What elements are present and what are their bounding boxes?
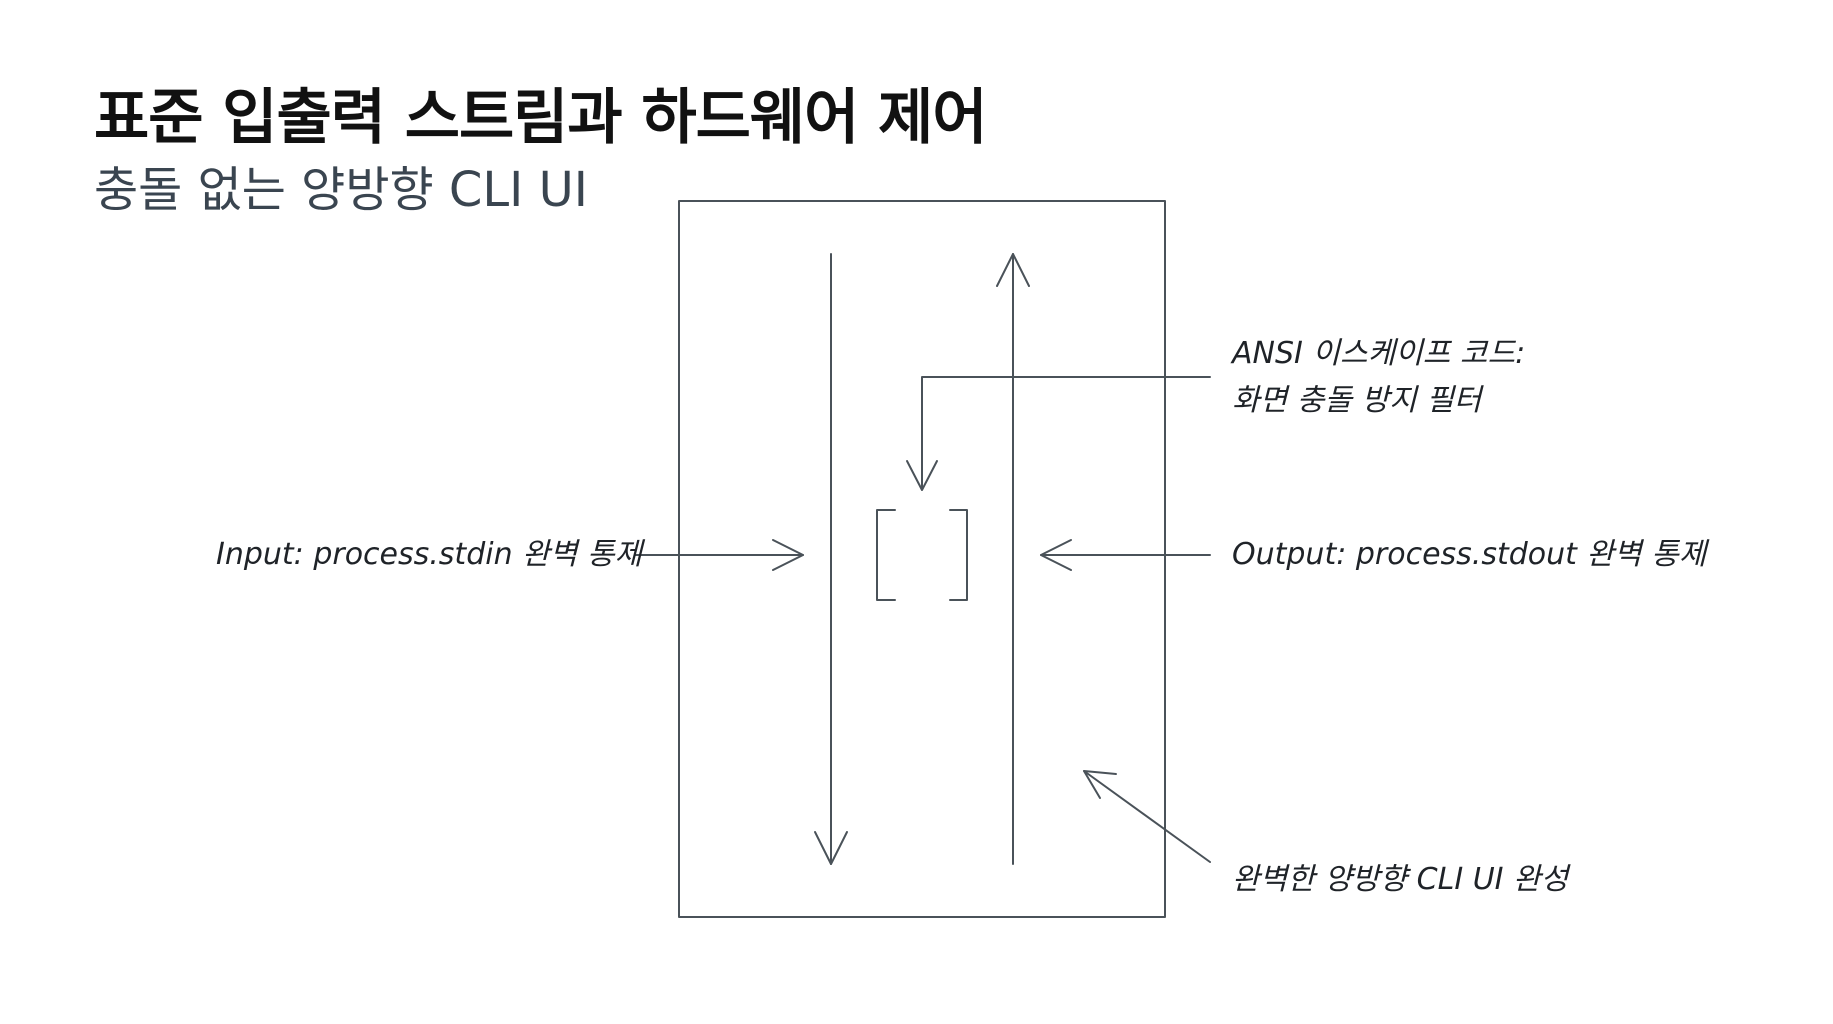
stdout-stream-arrowhead [996, 253, 1030, 287]
page-title: 표준 입출력 스트림과 하드웨어 제어 [94, 83, 988, 153]
terminal-frame [678, 200, 1166, 918]
ansi-label-line1: ANSI 이스케이프 코드: [1232, 336, 1526, 371]
stdin-stream-arrowhead [814, 831, 848, 865]
cursor-bracket-left [876, 509, 896, 601]
output-label: Output: process.stdout 완벽 통제 [1232, 537, 1707, 572]
ansi-label-line2: 화면 충돌 방지 필터 [1232, 383, 1482, 418]
complete-arrow-line [1083, 770, 1211, 863]
complete-arrowhead [1083, 770, 1117, 799]
cursor-bracket-right [949, 509, 968, 601]
output-arrowhead [1040, 539, 1072, 571]
ansi-filter-arrowhead [906, 460, 938, 491]
complete-label: 완벽한 양방향 CLI UI 완성 [1232, 862, 1569, 897]
input-arrowhead [772, 539, 804, 571]
ansi-label: ANSI 이스케이프 코드: 화면 충돌 방지 필터 [1232, 334, 1525, 420]
input-label: Input: process.stdin 완벽 통제 [216, 537, 643, 572]
page-subtitle: 충돌 없는 양방향 CLI UI [94, 162, 588, 218]
ansi-filter-arrow [921, 376, 1211, 489]
